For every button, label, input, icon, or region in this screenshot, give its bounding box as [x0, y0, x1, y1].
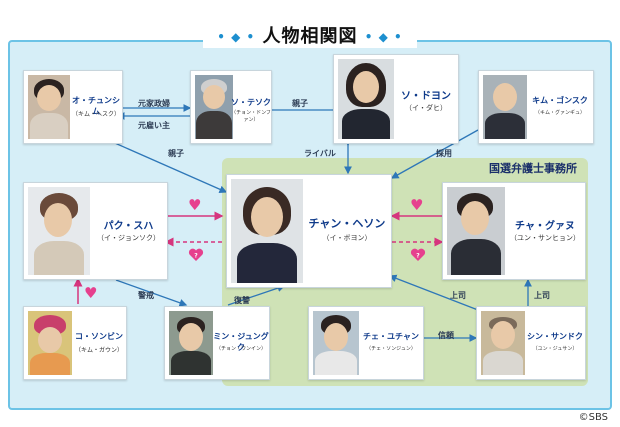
rel-hire: 採用	[436, 149, 452, 158]
rel-former-housekeeper: 元家政婦	[138, 99, 170, 108]
photo-park-suha	[28, 187, 90, 275]
rel-boss-cha: 上司	[534, 291, 550, 300]
card-chan-heson[interactable]: チャン・ヘソン （イ・ボヨン）	[226, 174, 392, 288]
photo-min-jungguk	[169, 311, 213, 375]
card-shin-sandoku[interactable]: シン・サンドク （ユン・ジュサン）	[476, 306, 586, 380]
name-so-taesok: ソ・テソク	[231, 98, 271, 107]
actor-so-taesok: （チョン・ドンファン）	[231, 110, 271, 123]
title-bar: • ◆ • 人物相関図 • ◆ •	[0, 22, 620, 48]
actor-min-jungguk: （チョン・ウンイン）	[215, 346, 266, 352]
card-min-jungguk[interactable]: ミン・ジュングク （チョン・ウンイン）	[164, 306, 270, 380]
name-cha-gwanu: チャ・グァヌ	[515, 221, 575, 232]
rel-parent-child-oh: 親子	[168, 149, 184, 158]
svg-text:?: ?	[194, 253, 198, 260]
actor-so-doyon: （イ・ダヒ）	[405, 104, 447, 112]
title-ornament-left: • ◆ •	[217, 30, 256, 44]
photo-so-taesok	[195, 75, 233, 139]
svg-text:?: ?	[416, 253, 420, 260]
name-park-suha: パク・スハ	[103, 221, 154, 232]
card-oh-chunsim[interactable]: オ・チュンシム （キム・ヘスク）	[23, 70, 123, 144]
rel-former-employer: 元雇い主	[138, 121, 170, 130]
line-oh-to-chan	[107, 139, 228, 193]
photo-kim-gonsuku	[483, 75, 527, 139]
photo-shin-sandoku	[481, 311, 525, 375]
line-caution	[115, 279, 188, 307]
name-shin-sandoku: シン・サンドク	[527, 332, 583, 341]
name-chan-heson: チャン・ヘソン	[308, 217, 386, 230]
office-group-label: 国選弁護士事務所	[489, 162, 577, 175]
card-so-doyon[interactable]: ソ・ドヨン （イ・ダヒ）	[333, 54, 459, 144]
heart-icon: ♥	[188, 196, 202, 214]
photo-cha-gwanu	[447, 187, 505, 275]
actor-park-suha: （イ・ジョンソク）	[97, 234, 160, 242]
rel-caution: 警戒	[138, 291, 154, 300]
rel-boss-chan: 上司	[450, 291, 466, 300]
photo-chan-heson	[231, 179, 303, 283]
name-kim-gonsuku: キム・ゴンスク	[532, 96, 588, 105]
actor-oh-chunsim: （キム・ヘスク）	[71, 111, 120, 118]
title-ornament-right: • ◆ •	[364, 30, 403, 44]
heart-question-icon: ?	[410, 248, 426, 261]
line-boss-chan	[388, 274, 479, 311]
actor-kim-gonsuku: （キム・グァンギュ）	[534, 110, 585, 116]
card-che-yuchan[interactable]: チェ・ユチャン （チェ・ソンジュン）	[308, 306, 424, 380]
name-min-jungguk: ミン・ジュングク	[213, 332, 269, 352]
heart-icon: ♥	[84, 284, 98, 302]
photo-oh-chunsim	[28, 75, 70, 139]
line-hire	[390, 129, 479, 179]
rel-parent-child-so: 親子	[292, 99, 308, 108]
name-che-yuchan: チェ・ユチャン	[363, 332, 419, 341]
name-oh-chunsim: オ・チュンシム	[72, 96, 120, 116]
card-kim-gonsuku[interactable]: キム・ゴンスク （キム・グァンギュ）	[478, 70, 594, 144]
card-cha-gwanu[interactable]: チャ・グァヌ （ユン・サンヒョン）	[442, 182, 586, 280]
card-so-taesok[interactable]: ソ・テソク （チョン・ドンファン）	[190, 70, 272, 144]
photo-so-doyon	[338, 59, 394, 139]
rel-trust: 信頼	[438, 331, 454, 340]
card-park-suha[interactable]: パク・スハ （イ・ジョンソク）	[23, 182, 168, 280]
actor-che-yuchan: （チェ・ソンジュン）	[366, 346, 416, 352]
rel-rival: ライバル	[304, 149, 336, 158]
copyright: ©SBS	[578, 412, 608, 423]
actor-chan-heson: （イ・ボヨン）	[322, 234, 372, 242]
heart-question-icon: ?	[188, 248, 204, 261]
actor-shin-sandoku: （ユン・ジュサン）	[532, 346, 578, 352]
actor-cha-gwanu: （ユン・サンヒョン）	[510, 234, 580, 242]
photo-che-yuchan	[313, 311, 359, 375]
actor-ko-sonbin: （キム・ガウン）	[74, 347, 123, 354]
diagram-title-text: 人物相関図	[262, 26, 358, 47]
rel-revenge: 復讐	[234, 296, 250, 305]
name-so-doyon: ソ・ドヨン	[401, 91, 451, 102]
name-ko-sonbin: コ・ソンビン	[75, 332, 123, 341]
diagram-title: • ◆ • 人物相関図 • ◆ •	[203, 22, 417, 48]
line-revenge	[227, 284, 286, 306]
card-ko-sonbin[interactable]: コ・ソンビン （キム・ガウン）	[23, 306, 127, 380]
photo-ko-sonbin	[28, 311, 72, 375]
heart-icon: ♥	[410, 196, 424, 214]
